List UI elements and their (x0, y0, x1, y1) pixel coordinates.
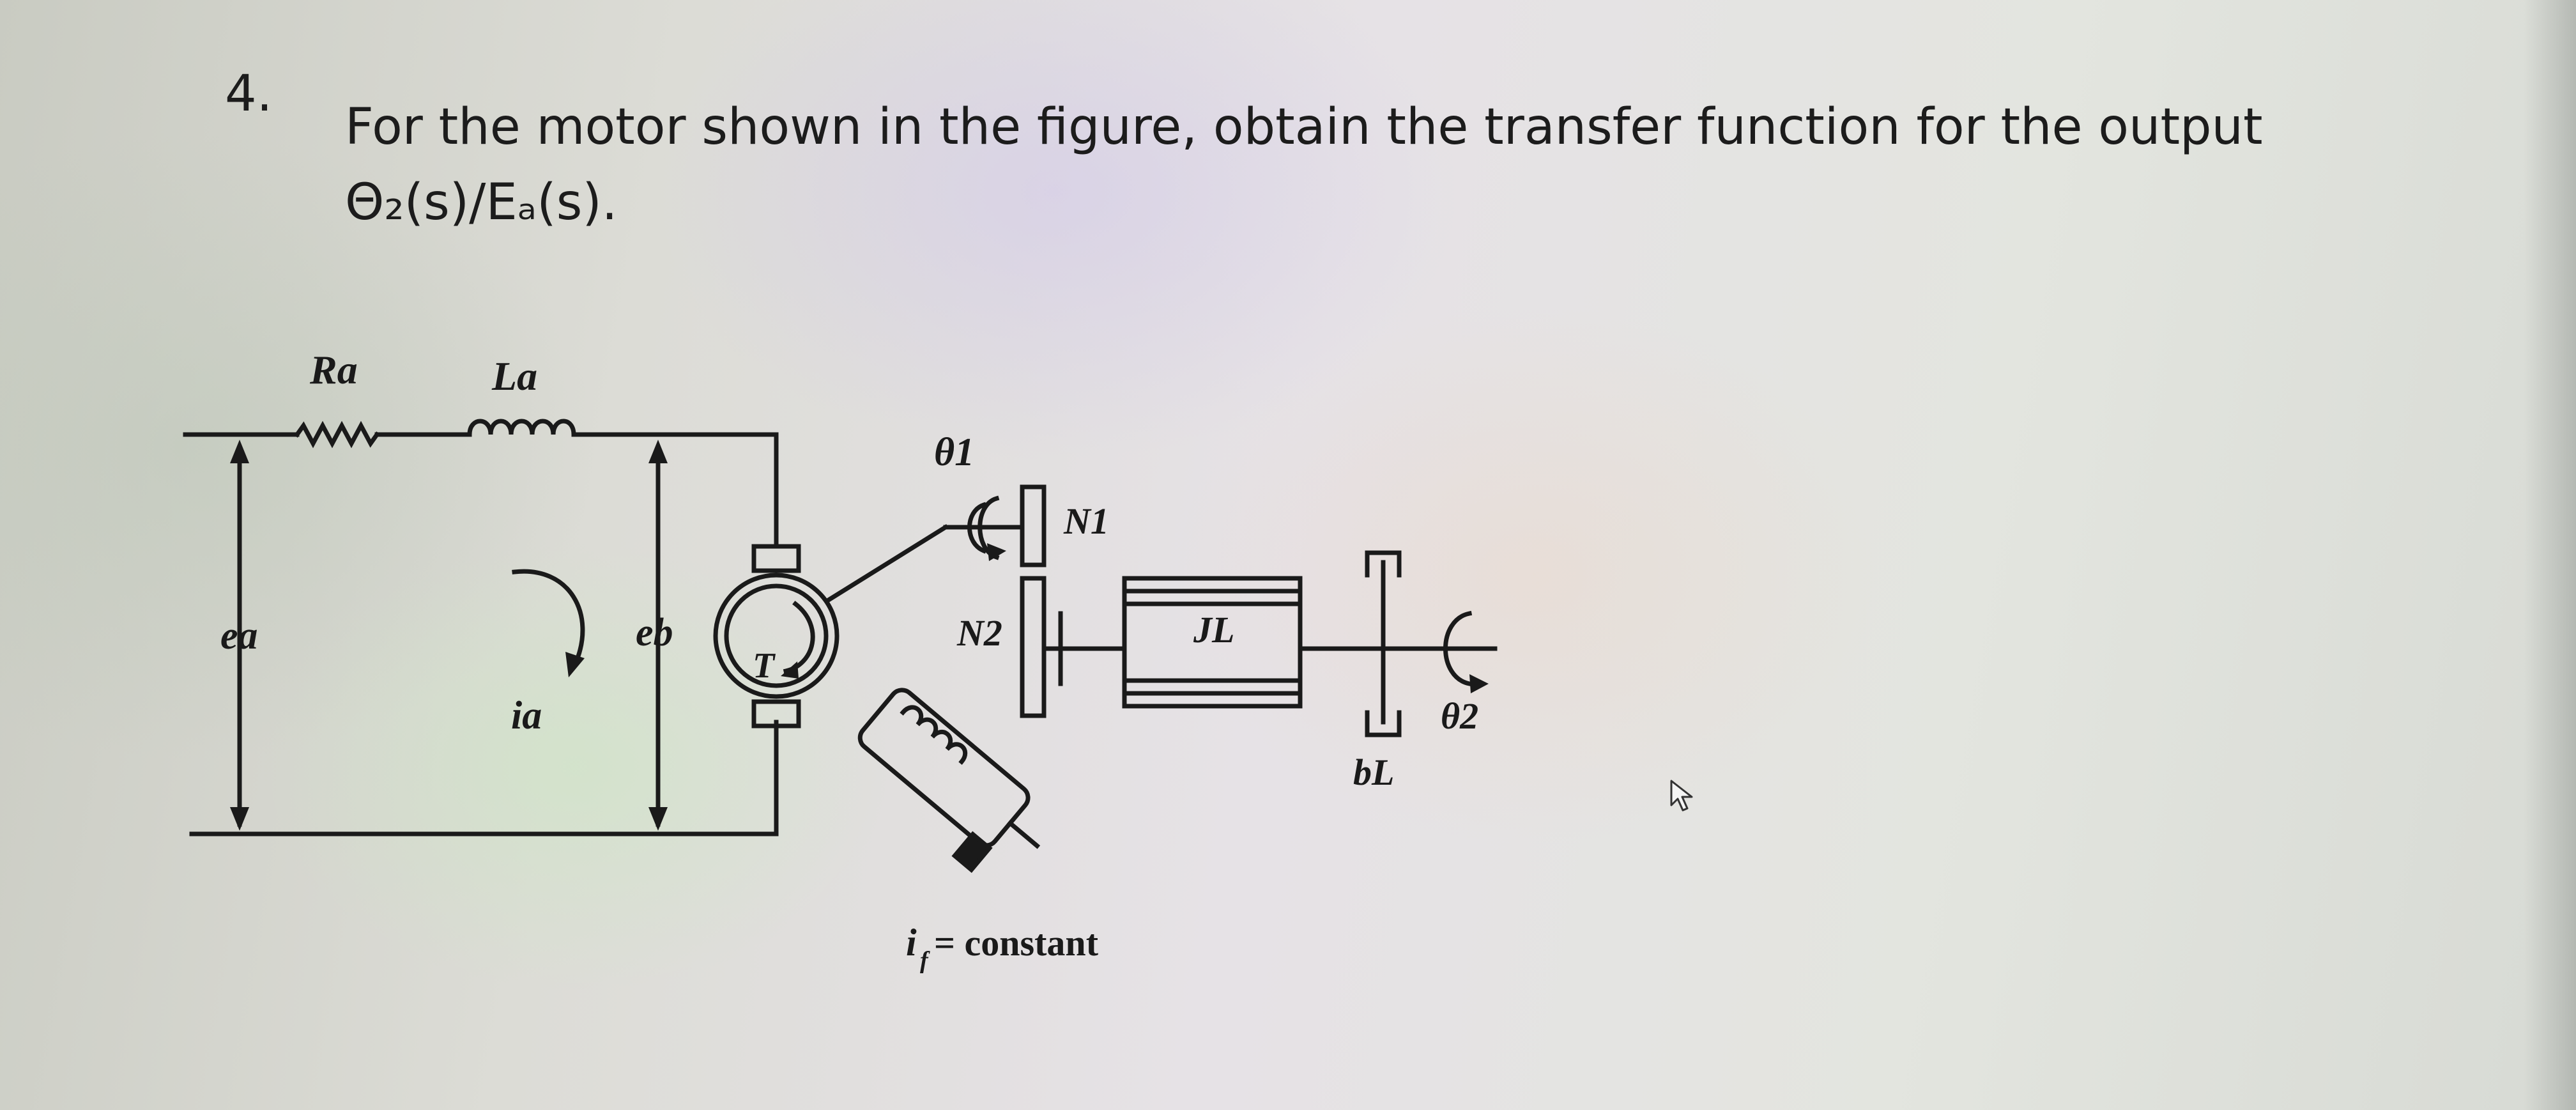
label-ea: ea (220, 614, 258, 658)
mouse-pointer-icon (1670, 780, 1693, 812)
damper-top (1365, 550, 1402, 578)
theta1-arrowhead (987, 543, 1006, 561)
question-line-1: For the motor shown in the figure, obtai… (345, 98, 2263, 156)
field-pole (951, 831, 993, 873)
ia-current-arc (512, 569, 585, 668)
armature-resistor (294, 420, 380, 449)
label-theta2: θ2 (1441, 695, 1478, 737)
label-n2: N2 (956, 612, 1002, 654)
theta2-arrowhead (1469, 674, 1489, 693)
label-jl: JL (1193, 609, 1234, 651)
label-theta1: θ1 (934, 431, 974, 474)
gear-n2 (1020, 576, 1046, 718)
label-eb: eb (636, 611, 673, 654)
field-winding (857, 688, 1041, 849)
label-torque: T (753, 646, 776, 686)
torque-arrowhead (781, 661, 799, 679)
label-n1: N1 (1063, 500, 1109, 542)
question-line-2: Θ₂(s)/Eₐ(s). (345, 174, 618, 231)
ea-arrow-top (230, 440, 249, 463)
motor-shaft (824, 524, 949, 604)
label-la: La (491, 353, 537, 399)
label-ra: Ra (309, 347, 358, 392)
torque-arc (783, 601, 815, 674)
load-inertia (1122, 576, 1303, 709)
eb-arrow-top (648, 440, 668, 463)
motor-brush-top (751, 544, 801, 573)
label-field-current-sub: f (920, 947, 930, 974)
photo-edge-shadow (2524, 0, 2576, 1110)
gear-n1 (1020, 484, 1046, 567)
damper-bottom (1365, 710, 1402, 737)
theta2-rotation-arc (1443, 610, 1478, 687)
label-ia: ia (511, 694, 542, 737)
motor-brush-bottom (751, 699, 801, 728)
eb-arrow-bottom (648, 807, 668, 831)
label-bl: bL (1353, 752, 1394, 793)
ia-arrowhead (565, 652, 585, 677)
question-number: 4. (225, 65, 273, 123)
ea-arrow-bottom (230, 807, 249, 831)
label-field-constant: = constant (934, 922, 1099, 964)
label-field-current: i (906, 921, 917, 964)
armature-inductor (467, 419, 576, 437)
motor-body (713, 573, 839, 699)
question-text: For the motor shown in the figure, obtai… (345, 89, 2479, 240)
motor-armature (724, 583, 829, 688)
